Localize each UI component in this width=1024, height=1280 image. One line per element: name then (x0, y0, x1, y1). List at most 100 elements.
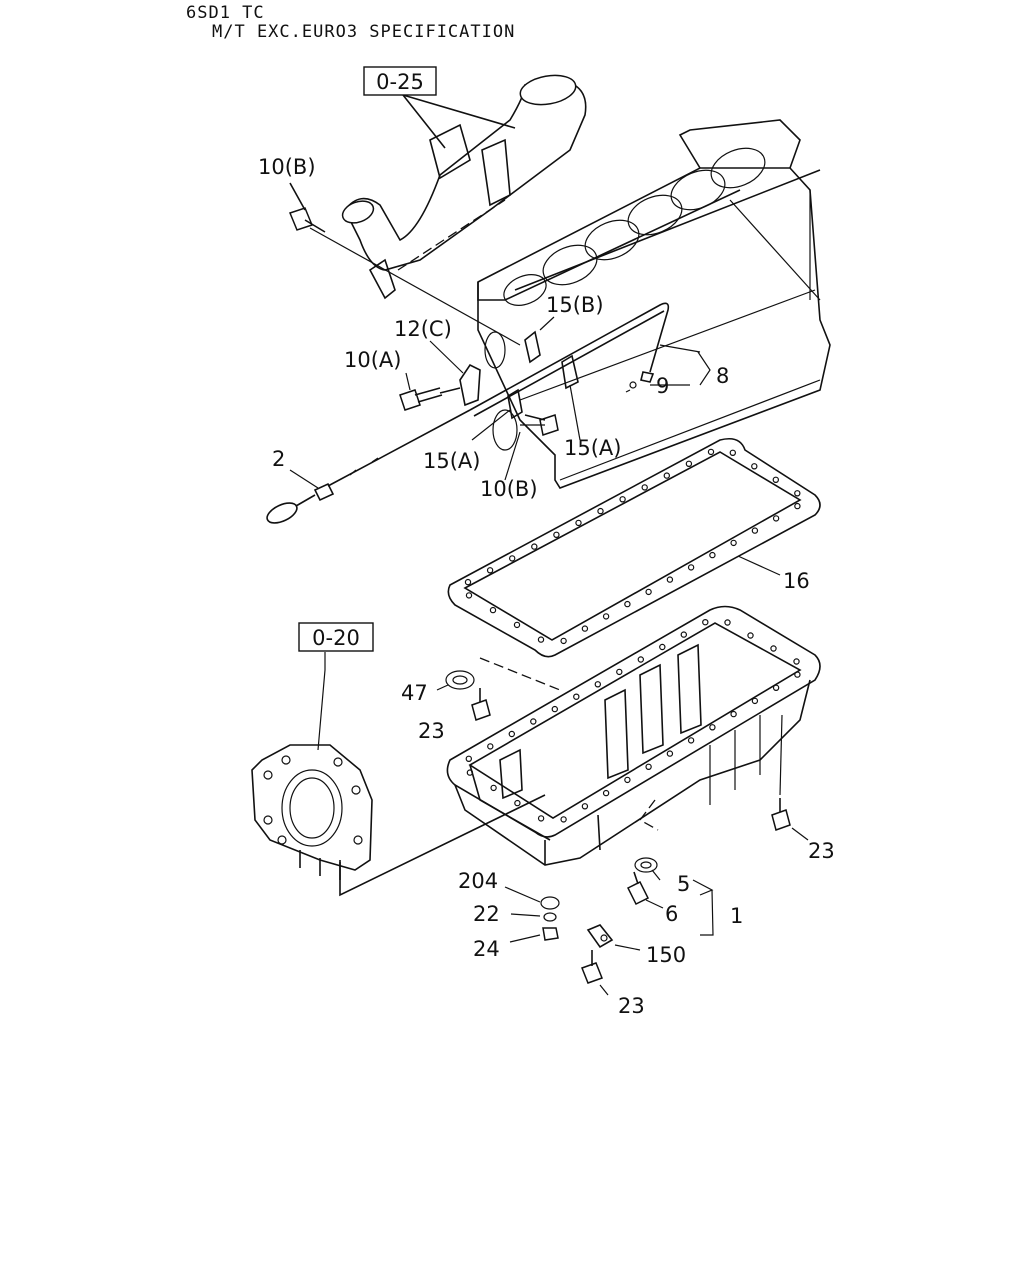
gasket-bolt-hole (645, 588, 652, 596)
pan-bolt-hole (551, 705, 559, 713)
gasket-bolt-hole (641, 484, 648, 491)
rear-cover-housing (251, 744, 373, 880)
gasket-bolt-hole (513, 621, 521, 629)
intake-pipe-assembly (341, 74, 587, 300)
gasket-bolt-hole (624, 600, 631, 608)
gasket-bolt-hole (486, 567, 494, 574)
gasket-bolt-hole (537, 636, 545, 643)
callout-23-bottom: 23 (618, 994, 645, 1018)
gasket-bolt-hole (489, 606, 497, 614)
callout-22: 22 (473, 902, 500, 926)
callout-24: 24 (473, 937, 500, 961)
gasket-bolt-hole (772, 515, 780, 522)
pan-bolt-hole (793, 658, 800, 665)
callout-12c: 12(C) (394, 317, 452, 341)
callout-23-left: 23 (418, 719, 445, 743)
gasket-bolt-hole (553, 531, 560, 539)
callout-23-right: 23 (808, 839, 835, 863)
gasket-bolt-hole (619, 496, 626, 503)
ref-box-020[interactable]: 0-20 (298, 622, 374, 652)
callout-10a: 10(A) (344, 348, 401, 372)
pan-bolt-hole (573, 693, 580, 700)
ref-label-025: 0-25 (376, 70, 424, 94)
gasket-47 (445, 670, 475, 690)
callout-150: 150 (646, 943, 686, 967)
pan-bolt-hole (581, 803, 589, 810)
pan-bolt-hole (560, 816, 567, 823)
callout-labels: 10(B) 15(B) 12(C) 10(A) 8 9 2 15(A) 15(A… (258, 155, 835, 1018)
gasket-bolt-hole (464, 578, 472, 586)
callout-2: 2 (272, 447, 285, 471)
pan-bolt-hole (747, 632, 754, 639)
ref-label-020: 0-20 (312, 626, 360, 650)
gasket-bolt-hole (751, 463, 758, 470)
pan-bolt-hole (666, 750, 674, 757)
pan-bolt-hole (680, 631, 688, 638)
gasket-bolt-hole (794, 502, 801, 510)
callout-15a-right: 15(A) (564, 436, 621, 460)
leader-lines (289, 94, 809, 996)
pan-bolt-hole (602, 789, 610, 797)
gasket-bolt-hole (602, 613, 610, 620)
callout-10b-top: 10(B) (258, 155, 316, 179)
gasket-bolt-hole (730, 539, 737, 547)
bolt-10b-lower (524, 414, 559, 436)
engine-block (477, 119, 831, 489)
gasket-bolt-hole (751, 527, 759, 534)
pan-bolt-hole (637, 656, 645, 663)
dipstick-assembly (266, 302, 670, 524)
gasket-bolt-hole (707, 448, 715, 456)
oil-pan-gasket (447, 437, 821, 658)
pan-bolt-hole (659, 643, 666, 651)
pan-bolt-hole (537, 815, 545, 822)
pan-bolt-hole (724, 619, 731, 626)
bracket-150 (586, 924, 614, 949)
bracket-12c (439, 363, 481, 407)
pan-bolt-hole (514, 799, 521, 807)
pan-bolt-hole (616, 668, 623, 676)
gasket-bolt-hole (794, 490, 801, 497)
gasket-bolt-hole (465, 592, 473, 599)
specification-subtitle: M/T EXC.EURO3 SPECIFICATION (212, 22, 516, 42)
gasket-bolt-hole (663, 472, 671, 479)
callout-16: 16 (783, 569, 810, 593)
callout-1: 1 (730, 904, 743, 928)
gasket-bolt-hole (597, 507, 604, 515)
pan-bolt-hole (730, 710, 737, 718)
gasket-bolt-hole (772, 476, 780, 483)
pan-bolt-hole (770, 645, 777, 652)
diagram-header: 6SD1 TC M/T EXC.EURO3 SPECIFICATION (186, 4, 515, 42)
hose-9 (625, 381, 637, 393)
gasket-bolt-hole (685, 460, 693, 467)
bolt-10a (399, 387, 443, 411)
gasket-bolt-hole (729, 449, 737, 456)
bolt-23-right (771, 798, 791, 831)
bolt-10b-upper (289, 207, 326, 233)
clip-15b (524, 330, 541, 364)
pan-bolt-hole (794, 671, 801, 678)
pan-bolt-hole (594, 681, 602, 688)
gasket-bolt-hole (560, 637, 567, 645)
washer-22 (543, 912, 557, 922)
pan-bolt-hole (702, 619, 709, 626)
callout-6: 6 (665, 902, 678, 926)
pan-bolt-hole (490, 784, 497, 792)
callout-5: 5 (677, 872, 690, 896)
gasket-bolt-hole (509, 555, 516, 562)
callout-10b-bottom: 10(B) (480, 477, 538, 501)
callout-204: 204 (458, 869, 498, 893)
gasket-bolt-hole (575, 519, 582, 527)
callout-47: 47 (401, 681, 428, 705)
gasket-bolt-hole (687, 564, 695, 571)
ref-box-025[interactable]: 0-25 (363, 66, 437, 96)
callout-9: 9 (656, 374, 669, 398)
pan-bolt-hole (709, 724, 716, 731)
gasket-bolt-hole (531, 543, 538, 550)
pan-bolt-hole (466, 769, 474, 776)
nut-24 (542, 927, 559, 941)
bolt-23-bottom (581, 950, 603, 984)
model-title: 6SD1 TC (186, 3, 265, 23)
callout-8: 8 (716, 364, 729, 388)
pan-bolt-hole (487, 743, 494, 750)
